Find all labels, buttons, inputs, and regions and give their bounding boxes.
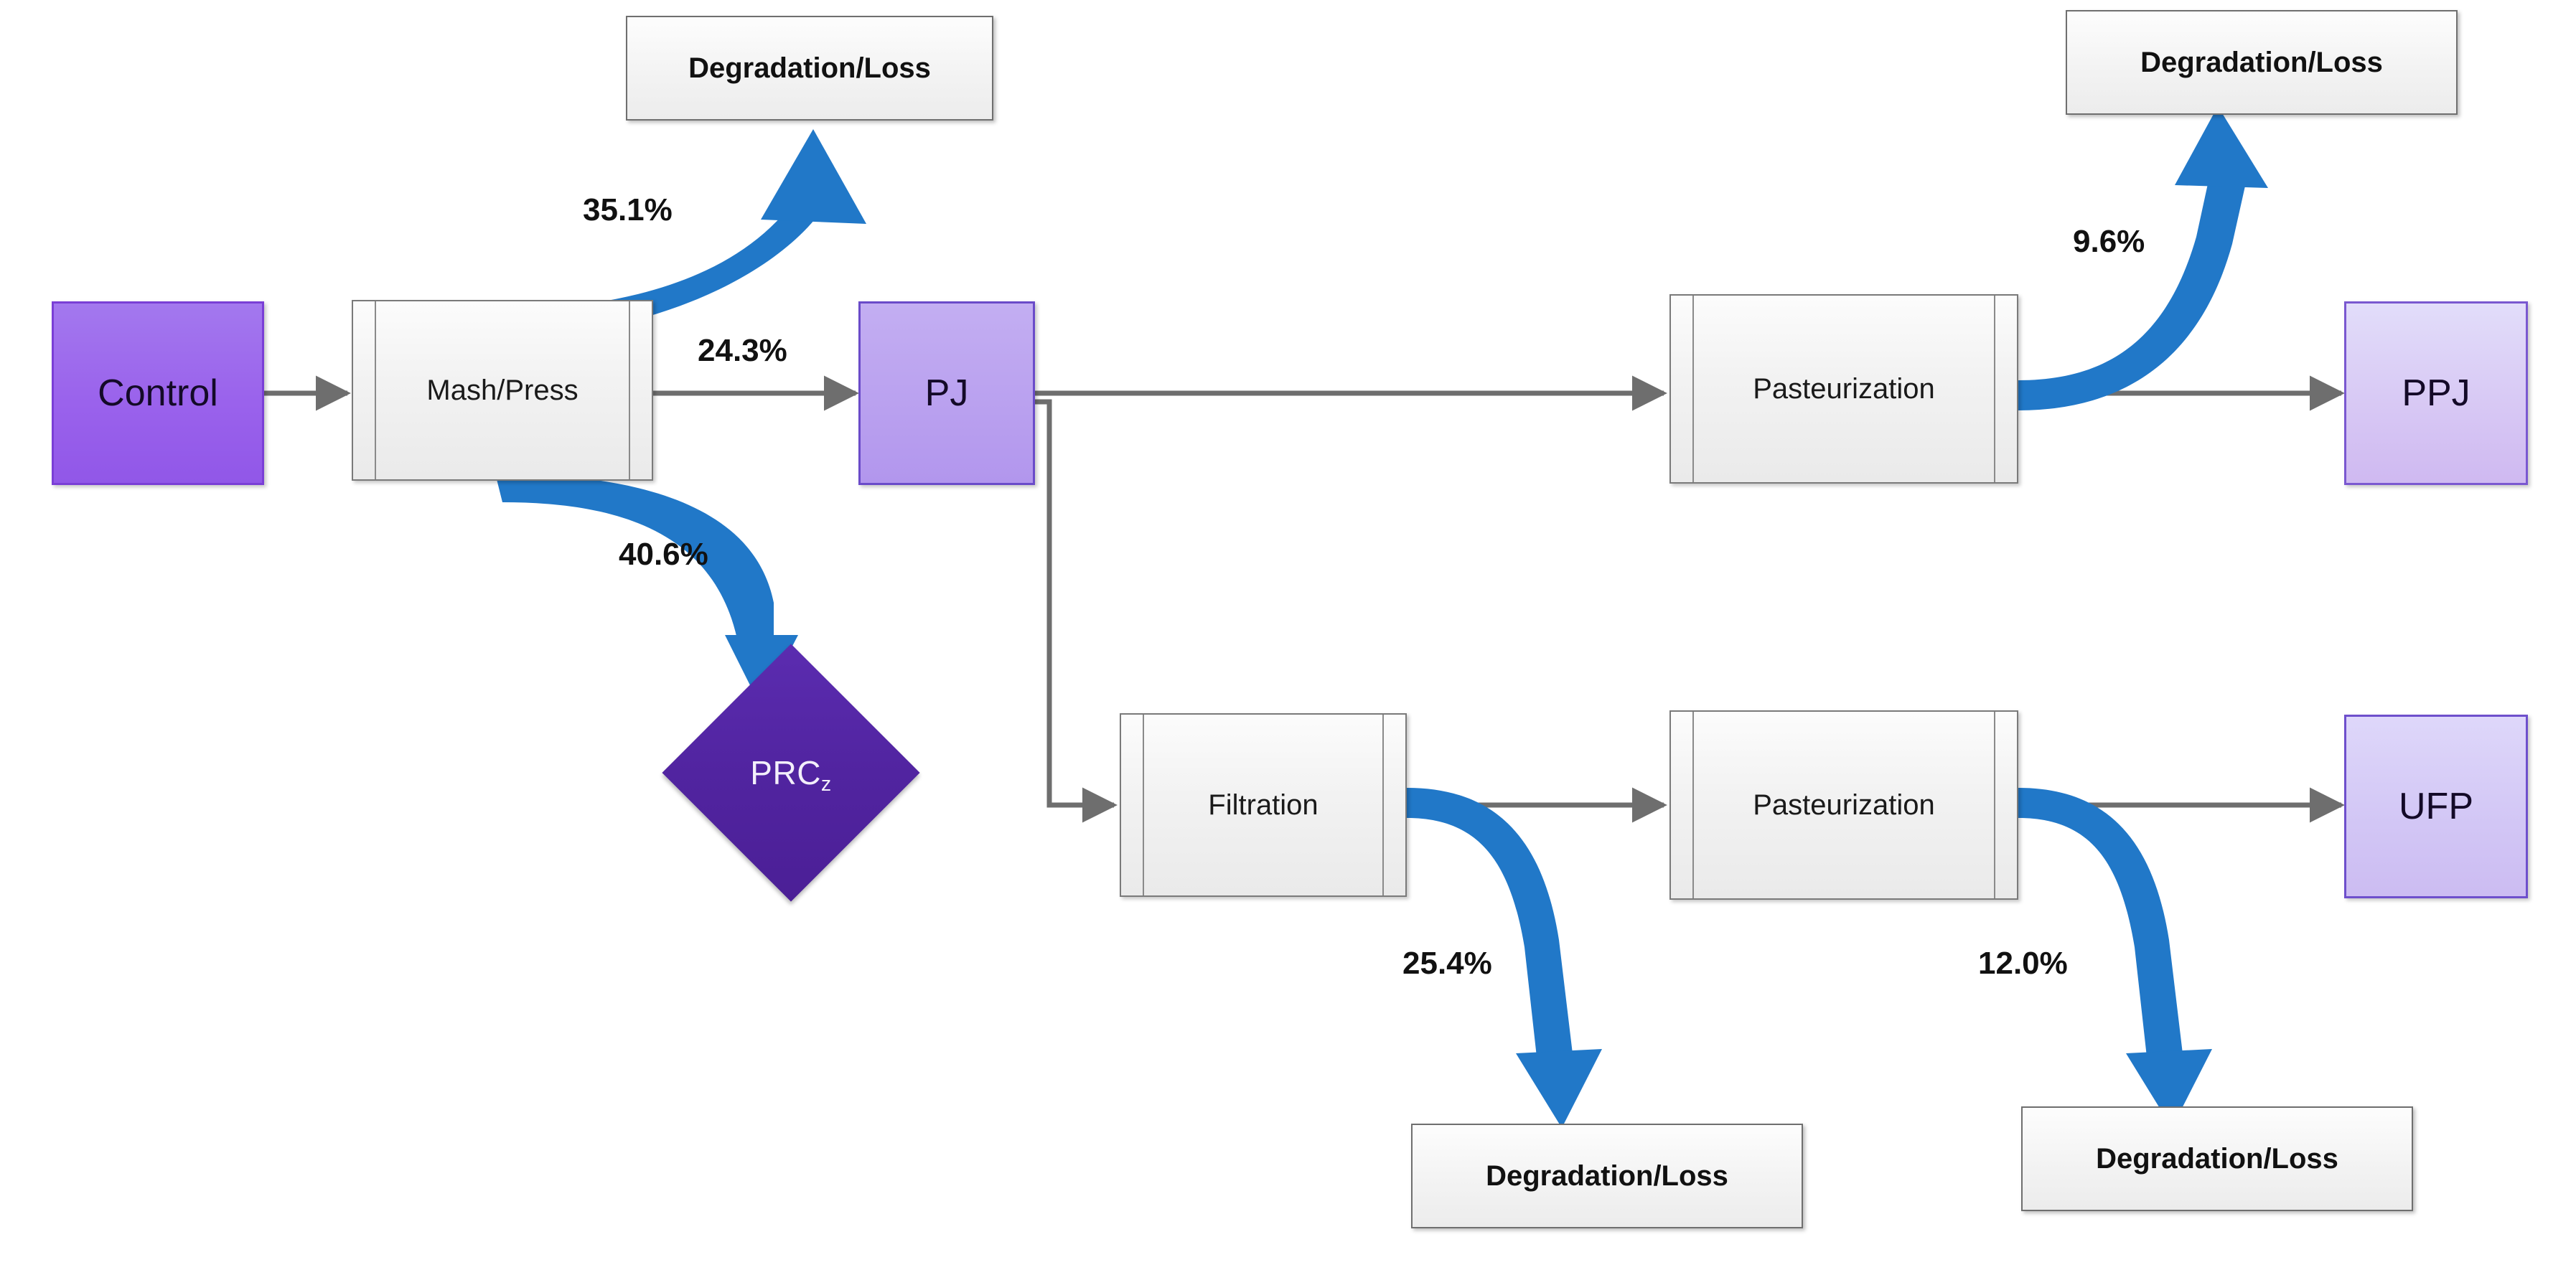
edge-label-406: 40.6% [619, 537, 708, 572]
edge-mash-to-prcz-406 [495, 474, 798, 707]
edge-label-351: 35.1% [583, 192, 673, 227]
node-mash-press-label: Mash/Press [426, 374, 579, 406]
node-degradation-bottom-right-label: Degradation/Loss [2096, 1142, 2338, 1175]
edge-label-120: 12.0% [1978, 946, 2068, 981]
node-degradation-bottom-right[interactable]: Degradation/Loss [2021, 1106, 2413, 1211]
node-degradation-top-left[interactable]: Degradation/Loss [626, 16, 993, 121]
node-pasteurization-top[interactable]: Pasteurization [1669, 294, 2018, 484]
node-degradation-bottom-left-label: Degradation/Loss [1486, 1160, 1728, 1192]
node-prcz-subscript: z [820, 772, 832, 796]
node-control-label: Control [98, 372, 218, 414]
node-pasteurization-top-label: Pasteurization [1753, 372, 1935, 405]
node-filtration[interactable]: Filtration [1120, 713, 1407, 897]
process-right-bar [1382, 715, 1384, 895]
process-left-bar [1143, 715, 1144, 895]
node-mash-press[interactable]: Mash/Press [352, 300, 653, 481]
process-left-bar [1692, 296, 1694, 482]
process-right-bar [1994, 296, 1995, 482]
node-pasteurization-bottom-label: Pasteurization [1753, 789, 1935, 821]
node-degradation-bottom-left[interactable]: Degradation/Loss [1411, 1124, 1803, 1228]
edge-label-243: 24.3% [698, 333, 787, 368]
process-left-bar [1692, 712, 1694, 898]
node-filtration-label: Filtration [1208, 789, 1319, 821]
node-degradation-top-right[interactable]: Degradation/Loss [2066, 10, 2458, 115]
node-control[interactable]: Control [52, 301, 264, 485]
edge-label-96: 9.6% [2073, 224, 2145, 259]
node-prcz[interactable]: PRCz [662, 644, 920, 902]
node-ppj[interactable]: PPJ [2344, 301, 2528, 485]
process-left-bar [375, 301, 376, 479]
edge-pasteurization-bottom-to-degradation-120 [2018, 788, 2212, 1128]
edge-pj-to-filtration [1032, 399, 1118, 823]
node-pasteurization-bottom[interactable]: Pasteurization [1669, 710, 2018, 900]
node-degradation-top-right-label: Degradation/Loss [2140, 46, 2383, 78]
process-right-bar [1994, 712, 1995, 898]
node-ppj-label: PPJ [2402, 372, 2470, 414]
node-prcz-prefix: PRC [750, 754, 821, 791]
node-ufp-label: UFP [2399, 786, 2473, 827]
edge-filtration-to-degradation-254 [1407, 788, 1602, 1128]
node-prcz-label: PRCz [750, 753, 831, 796]
node-pj[interactable]: PJ [858, 301, 1035, 485]
node-ufp[interactable]: UFP [2344, 715, 2528, 898]
node-pj-label: PJ [924, 372, 969, 414]
edge-pasteurization-top-to-degradation-96 [2018, 106, 2268, 410]
process-right-bar [629, 301, 630, 479]
node-degradation-top-left-label: Degradation/Loss [688, 52, 931, 84]
edge-label-254: 25.4% [1402, 946, 1492, 981]
